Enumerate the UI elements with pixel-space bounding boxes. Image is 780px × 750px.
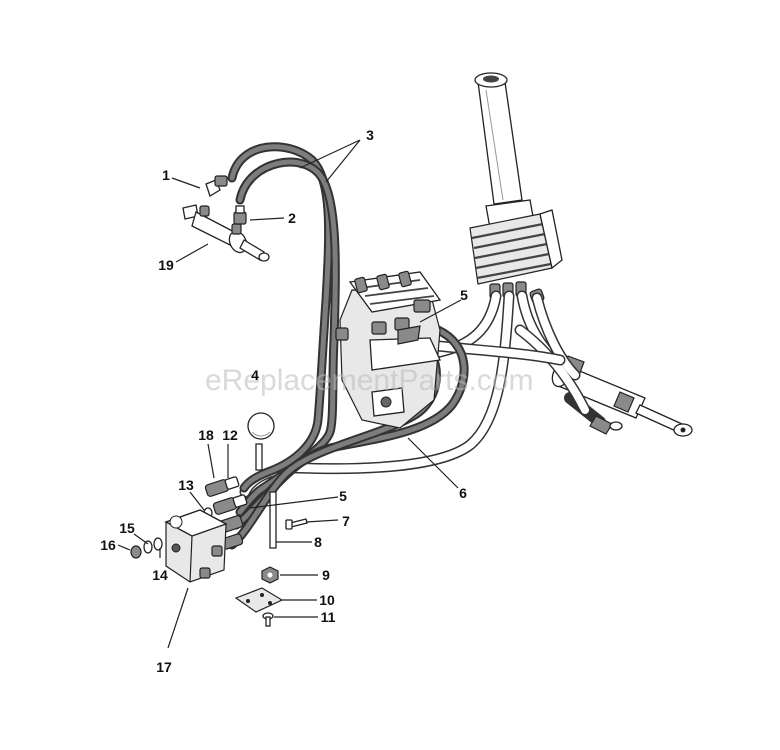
callout-1: 1	[162, 167, 170, 183]
callout-4: 4	[251, 367, 259, 383]
callout-18: 18	[198, 427, 214, 443]
callout-15: 15	[119, 520, 135, 536]
callout-labels: 1 2 3 4 5 6 5 7 8 9 10 11 12 13 14 15 16…	[100, 127, 468, 675]
callout-10: 10	[319, 592, 335, 608]
plate-10	[234, 587, 284, 613]
steering-column	[469, 72, 563, 304]
control-valve	[335, 270, 442, 429]
leader-lines	[117, 139, 462, 649]
fittings-stack	[203, 476, 248, 550]
callout-6: 6	[459, 485, 467, 501]
callout-19: 19	[158, 257, 174, 273]
elbow-fitting-1	[205, 175, 228, 197]
rod-8	[255, 443, 277, 549]
callout-14: 14	[152, 567, 168, 583]
lift-cylinder-19	[182, 204, 270, 262]
callout-17: 17	[156, 659, 172, 675]
callout-3: 3	[366, 127, 374, 143]
callout-9: 9	[322, 567, 330, 583]
watermark-text: eReplacementParts.com	[205, 364, 533, 397]
callout-12: 12	[222, 427, 238, 443]
screw-11	[262, 612, 274, 627]
washers-14-15-16	[130, 537, 163, 559]
fitting-2	[233, 205, 247, 225]
ball-part-4	[247, 412, 275, 440]
valve-block-17	[164, 509, 228, 583]
callout-8: 8	[314, 534, 322, 550]
bolt-7	[285, 518, 308, 530]
callout-16: 16	[100, 537, 116, 553]
callout-7: 7	[342, 513, 350, 529]
callout-2: 2	[288, 210, 296, 226]
callout-5-upper: 5	[460, 287, 468, 303]
callout-11: 11	[321, 609, 336, 625]
callout-5-lower: 5	[339, 488, 347, 504]
callout-13: 13	[178, 477, 194, 493]
nut-9	[261, 566, 279, 584]
